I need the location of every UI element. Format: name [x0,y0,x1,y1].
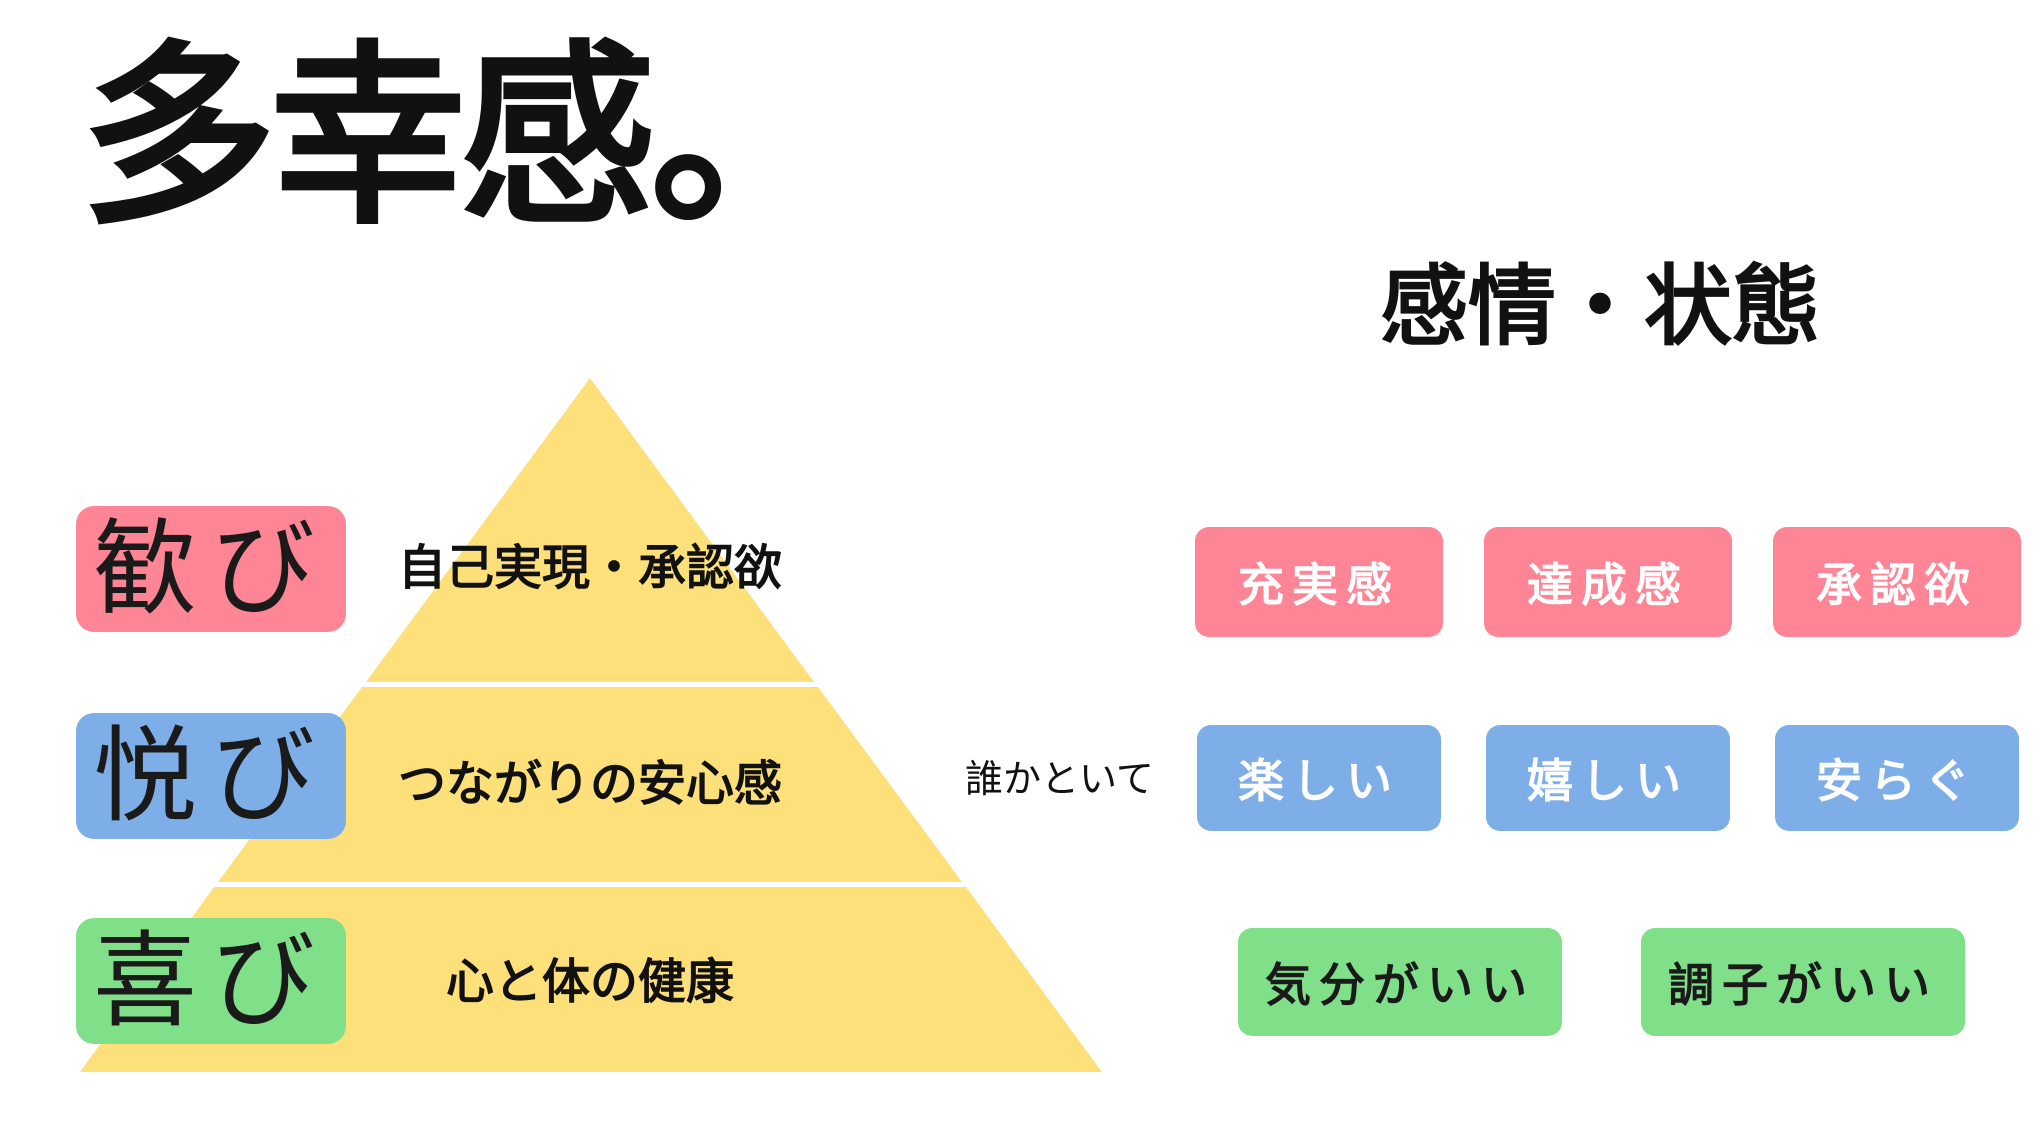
emotion-tag-calm: 安らぐ [1775,725,2019,831]
level-badge-etsubi: 悦び [76,713,346,839]
connector-label: 誰かといて [965,757,1154,801]
level-badge-kanbi: 歓び [76,506,346,632]
emotion-tag-recognition: 承認欲 [1773,527,2021,637]
emotion-tag-fun: 楽しい [1197,725,1441,831]
emotion-tag-achievement: 達成感 [1484,527,1732,637]
emotion-tag-good-mood: 気分がいい [1238,928,1562,1036]
pyramid-tier-middle [218,687,962,882]
level-badge-yorokobi: 喜び [76,918,346,1044]
emotion-tag-happy: 嬉しい [1486,725,1730,831]
pyramid-tier-top [366,378,814,682]
emotion-tag-good-condition: 調子がいい [1641,928,1965,1036]
section-title-emotions: 感情・状態 [1380,254,1821,358]
page-title: 多幸感。 [80,24,846,252]
emotion-tag-fulfillment: 充実感 [1195,527,1443,637]
level-text-middle: つながりの安心感 [397,756,782,812]
level-text-bottom: 心と体の健康 [445,954,734,1010]
level-text-top: 自己実現・承認欲 [397,540,782,596]
